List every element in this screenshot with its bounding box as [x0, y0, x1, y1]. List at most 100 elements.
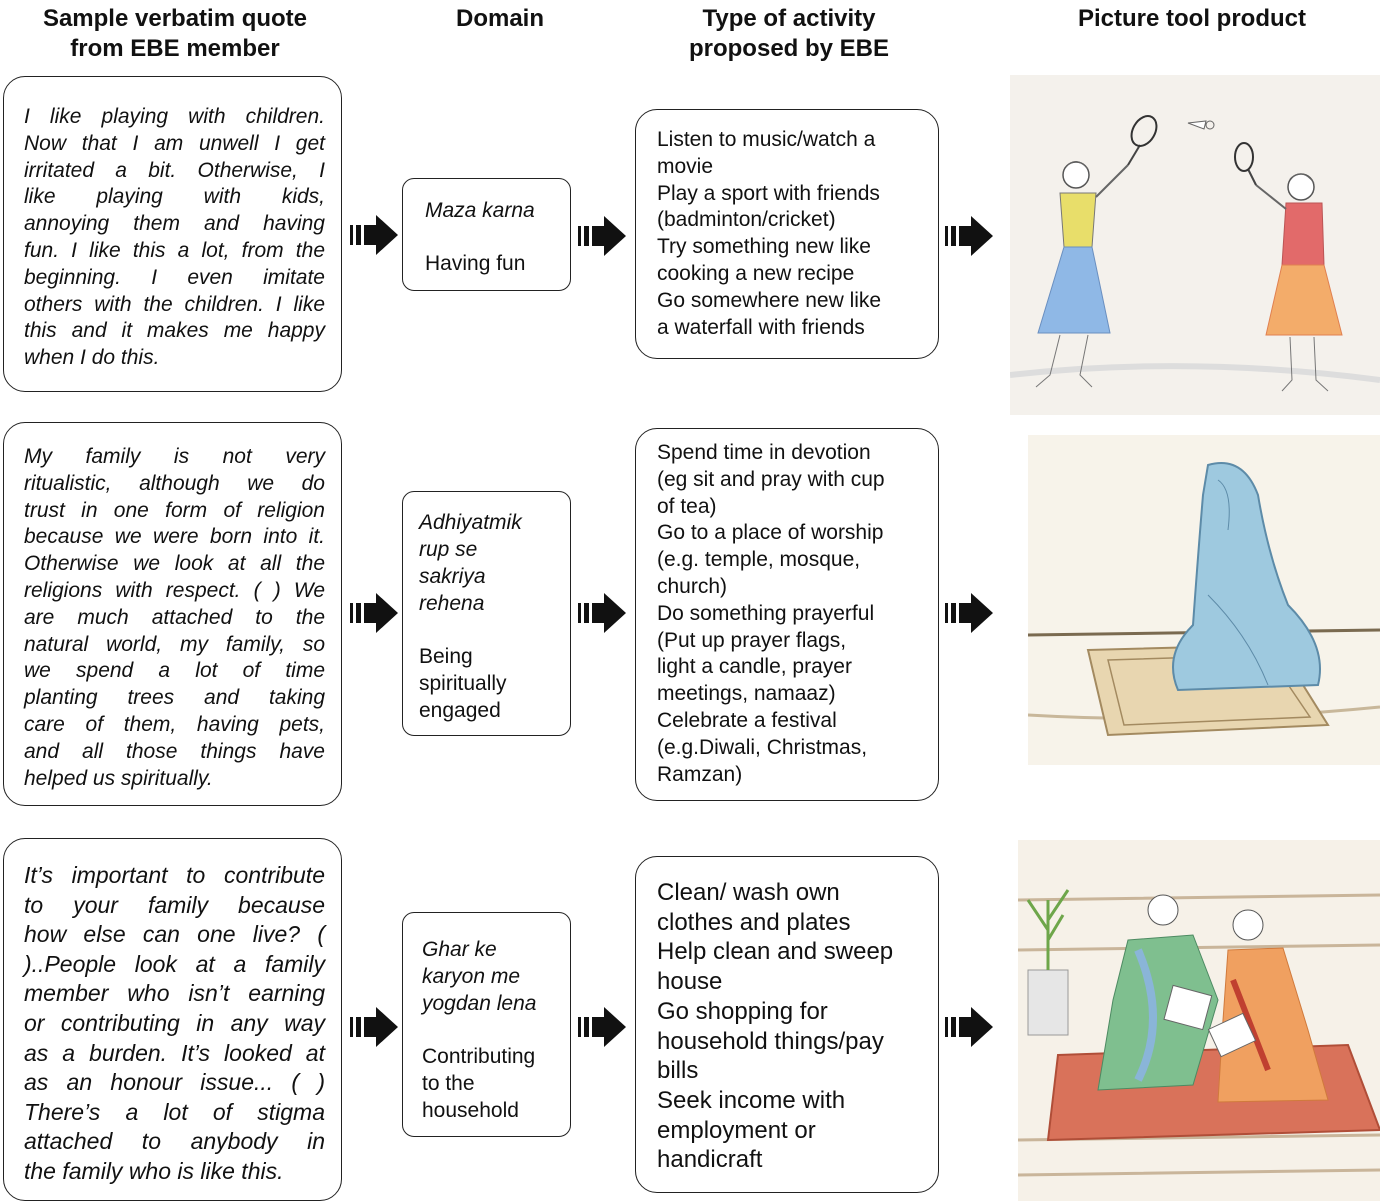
domain-box-2: Adhiyatmik rup se sakriya rehena Being s… [402, 491, 571, 736]
arrow-right-icon [578, 593, 626, 633]
arrow-right-icon [350, 593, 398, 633]
quote-line: member who isn’t earning [24, 980, 325, 1007]
activity-line: light a candle, prayer [657, 655, 852, 679]
quote-line: how else can one live? ( [24, 921, 325, 948]
activity-line: Go somewhere new like [657, 288, 882, 312]
quote-line: or contributing in any way [24, 1009, 325, 1036]
arrow-right-icon [945, 593, 993, 633]
quote-line: irritated a bit. Otherwise, I [24, 158, 325, 182]
activity-line: household things/pay [657, 1027, 884, 1055]
prayer-drawing [1028, 435, 1380, 765]
quote-line: My family is not very [24, 445, 325, 468]
activity-list-2: Spend time in devotion (eg sit and pray … [657, 440, 928, 788]
quote-line: the family who is like this. [24, 1157, 284, 1184]
domain-english-3: Contributing to the household [422, 1045, 536, 1122]
activity-line: Go shopping for [657, 997, 828, 1025]
quote-box-3: It’s important to contribute to your fam… [3, 838, 342, 1201]
arrow-right-icon [578, 216, 626, 256]
quote-line: attached to anybody in [24, 1128, 325, 1155]
badminton-drawing [1010, 75, 1380, 415]
domain-native-3: Ghar ke karyon me yogdan lena [422, 938, 537, 1015]
activity-box-3: Clean/ wash own clothes and plates Help … [635, 856, 939, 1193]
quote-line: helped us spiritually. [24, 766, 213, 790]
quote-line: natural world, my family, so [24, 632, 325, 656]
quote-line: Now that I am unwell I get [24, 131, 325, 155]
quote-line: planting trees and taking [24, 686, 325, 710]
activity-line: house [657, 968, 723, 996]
activity-line: Go to a place of worship [657, 521, 884, 545]
activity-line: cooking a new recipe [657, 261, 855, 285]
quote-box-2: My family is not very ritualistic, altho… [3, 422, 342, 806]
quote-line: )..People look at a family [24, 950, 325, 977]
activity-line: meetings, namaaz) [657, 682, 836, 706]
header-quote: Sample verbatim quote from EBE member [42, 5, 308, 62]
arrow-right-icon [945, 1007, 993, 1047]
activity-line: (eg sit and pray with cup [657, 467, 885, 491]
arrow-right-icon [350, 215, 398, 255]
header-picture: Picture tool product [1078, 5, 1306, 32]
activity-line: Celebrate a festival [657, 708, 837, 732]
quote-text-3: It’s important to contribute to your fam… [24, 861, 325, 1187]
quote-text-2: My family is not very ritualistic, altho… [24, 444, 325, 792]
quote-line: annoying them and having [24, 212, 325, 236]
activity-line: (badminton/cricket) [657, 208, 836, 232]
header-domain: Domain [455, 5, 544, 32]
quote-line: as an honour issue... ( ) [24, 1069, 325, 1096]
quote-line: we spend a lot of time [24, 659, 325, 683]
quote-line: because we were born into it. [24, 525, 325, 549]
activity-line: Play a sport with friends [657, 181, 880, 205]
quote-line: ritualistic, although we do [24, 471, 325, 495]
activity-line: employment or [657, 1116, 816, 1144]
quote-line: It’s important to contribute [24, 862, 325, 888]
activity-line: Do something prayerful [657, 601, 875, 625]
quote-line: like playing with kids, [24, 185, 325, 209]
activity-box-1: Listen to music/watch a movie Play a spo… [635, 109, 939, 359]
quote-text-1: I like playing with children. Now that I… [24, 104, 325, 372]
quote-line: others with the children. I like [24, 292, 325, 316]
activity-line: handicraft [657, 1146, 763, 1174]
activity-line: Help clean and sweep [657, 938, 894, 966]
activity-list-3: Clean/ wash own clothes and plates Help … [657, 878, 928, 1175]
quote-line: and all those things have [24, 739, 325, 763]
activity-line: Try something new like [657, 235, 871, 259]
activity-list-1: Listen to music/watch a movie Play a spo… [657, 127, 928, 341]
quote-line: this and it makes me happy [24, 319, 325, 343]
quote-line: when I do this. [24, 346, 160, 370]
quote-line: are much attached to the [24, 605, 325, 629]
activity-line: clothes and plates [657, 908, 851, 936]
activity-line: a waterfall with friends [657, 315, 865, 339]
domain-box-3: Ghar ke karyon me yogdan lena Contributi… [402, 912, 571, 1137]
activity-line: Listen to music/watch a [657, 128, 876, 151]
domain-english-2: Being spiritually engaged [419, 645, 507, 722]
quote-line: beginning. I even imitate [24, 265, 325, 289]
activity-line: (Put up prayer flags, [657, 628, 847, 652]
domain-box-1: Maza karna Having fun [402, 178, 571, 291]
activity-box-2: Spend time in devotion (eg sit and pray … [635, 428, 939, 801]
domain-native-1: Maza karna [425, 199, 535, 222]
quote-line: to your family because [24, 891, 325, 918]
arrow-right-icon [350, 1007, 398, 1047]
domain-english-1: Having fun [425, 252, 526, 275]
quote-line: care of them, having pets, [24, 712, 325, 736]
quote-line: as a burden. It’s looked at [24, 1039, 325, 1066]
quote-line: trust in one form of religion [24, 498, 325, 522]
activity-line: bills [657, 1057, 699, 1085]
activity-line: Spend time in devotion [657, 441, 871, 464]
arrow-right-icon [945, 216, 993, 256]
arrow-right-icon [578, 1007, 626, 1047]
quote-line: I like playing with children. [24, 105, 325, 128]
header-activity: Type of activity proposed by EBE [688, 5, 890, 62]
activity-line: church) [657, 574, 728, 598]
quote-line: Otherwise we look at all the [24, 552, 325, 576]
activity-line: Ramzan) [657, 762, 743, 786]
activity-line: movie [657, 154, 714, 178]
quote-line: fun. I like this a lot, from the [24, 238, 325, 262]
household-drawing [1018, 840, 1380, 1201]
quote-box-1: I like playing with children. Now that I… [3, 76, 342, 392]
quote-line: religions with respect. ( ) We [24, 578, 325, 602]
activity-line: Seek income with [657, 1086, 846, 1114]
activity-line: (e.g.Diwali, Christmas, [657, 735, 868, 759]
activity-line: Clean/ wash own [657, 879, 840, 906]
domain-native-2: Adhiyatmik rup se sakriya rehena [419, 511, 522, 615]
activity-line: (e.g. temple, mosque, [657, 548, 861, 572]
